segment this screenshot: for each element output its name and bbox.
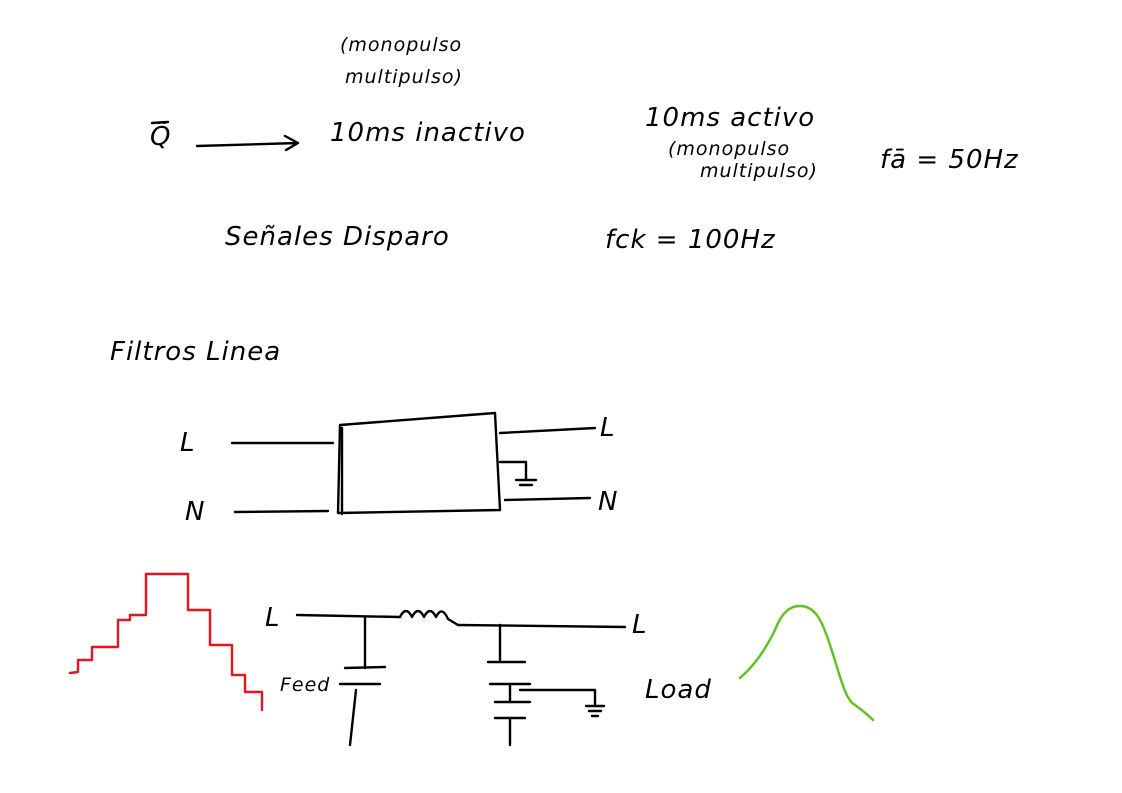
heading-line-filters: Filtros Linea <box>110 337 282 367</box>
sine-waveform <box>738 604 875 722</box>
circuit-label-out-l: L <box>632 610 648 640</box>
note-multipulso-top: multipulso) <box>345 66 463 88</box>
circuit-label-load: Load <box>645 675 712 705</box>
note-q-symbol: Q̃ <box>150 122 172 152</box>
note-signals: Señales Disparo <box>225 222 450 252</box>
note-monopulso: (monopulso <box>668 138 791 160</box>
block-label-in-n: N <box>185 497 206 527</box>
filter-block-diagram <box>230 411 597 516</box>
arrow-icon <box>195 134 300 152</box>
note-monopulso-top: (monopulso <box>340 34 463 56</box>
inductor-icon <box>398 609 460 627</box>
lc-filter-circuit <box>295 609 627 747</box>
block-label-in-l: L <box>180 428 196 458</box>
block-label-out-n: N <box>598 487 619 517</box>
note-freq-ck: fck = 100Hz <box>605 225 776 255</box>
note-multipulso: multipulso) <box>700 160 818 182</box>
note-inactive: 10ms inactivo <box>330 118 526 148</box>
circuit-label-in-l: L <box>265 603 281 633</box>
note-active: 10ms activo <box>645 103 816 133</box>
circuit-label-feed: Feed <box>280 674 331 696</box>
staircase-waveform <box>68 572 264 712</box>
overline-q <box>150 120 170 125</box>
block-label-out-l: L <box>600 413 616 443</box>
note-freq-a: fā = 50Hz <box>880 145 1019 175</box>
